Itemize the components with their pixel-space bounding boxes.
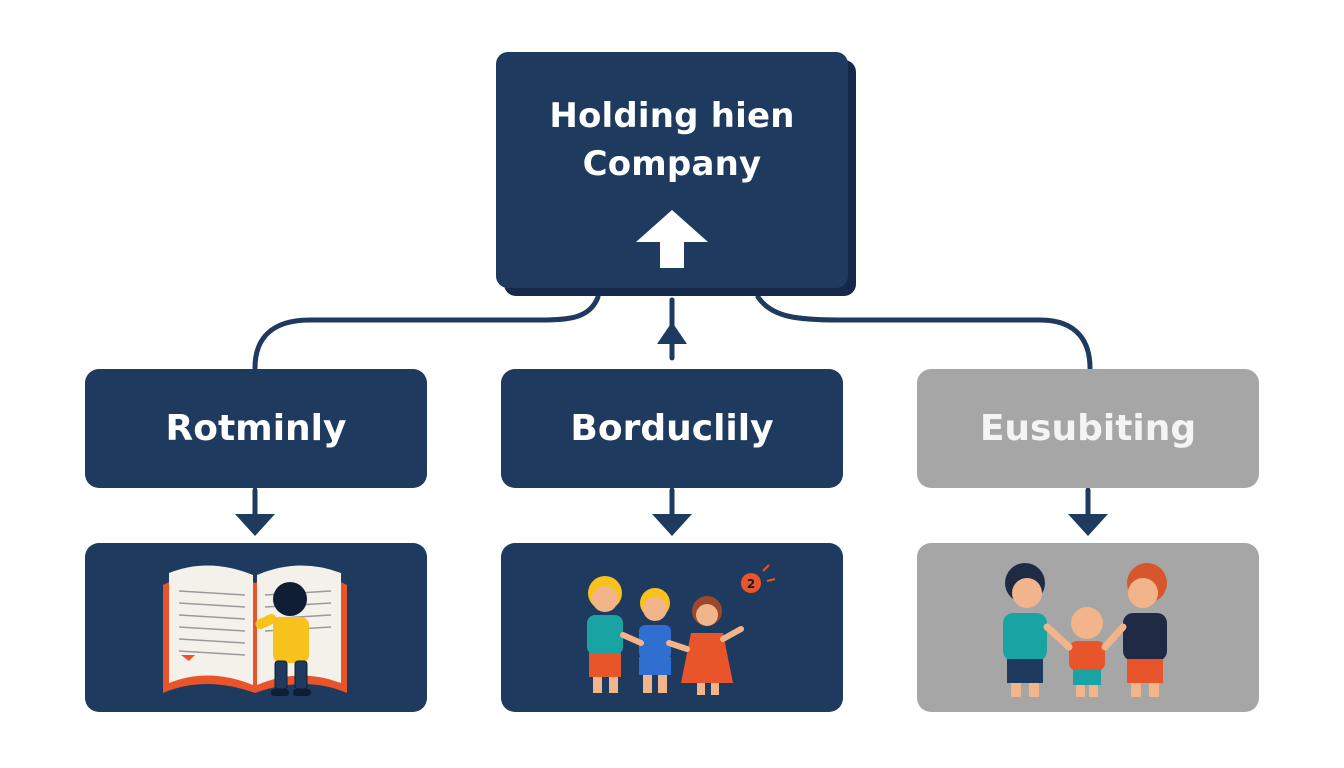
- children-holding-hands-icon: 2: [587, 564, 776, 695]
- root-title: Holding hien Company: [549, 92, 794, 188]
- root-node: Holding hien Company: [496, 52, 848, 288]
- root-title-line-2: Company: [582, 144, 762, 184]
- arrowhead-down-icon: [235, 514, 275, 536]
- connector-root-to-rotminly: [252, 294, 601, 371]
- child-node-borduclily: Borduclily: [501, 369, 843, 488]
- illustration-panel-eusubiting: [917, 543, 1259, 712]
- child-reading-book-icon: [163, 565, 347, 696]
- illustration-panel-rotminly: [85, 543, 427, 712]
- child-node-rotminly: Rotminly: [85, 369, 427, 488]
- arrowhead-down-icon: [652, 514, 692, 536]
- child-node-eusubiting: Eusubiting: [917, 369, 1259, 488]
- illustration-panel-borduclily: 2: [501, 543, 843, 712]
- child-label-borduclily: Borduclily: [570, 408, 774, 449]
- connector-root-to-eusubiting: [755, 294, 1093, 371]
- child-label-eusubiting: Eusubiting: [979, 408, 1197, 449]
- arrowhead-up-icon: [657, 322, 687, 344]
- svg-text:2: 2: [747, 577, 755, 591]
- root-title-line-1: Holding hien: [549, 96, 795, 136]
- child-label-rotminly: Rotminly: [165, 408, 347, 449]
- three-children-icon: [1003, 563, 1167, 697]
- arrowhead-down-icon: [1068, 514, 1108, 536]
- up-arrow-icon: [636, 210, 708, 268]
